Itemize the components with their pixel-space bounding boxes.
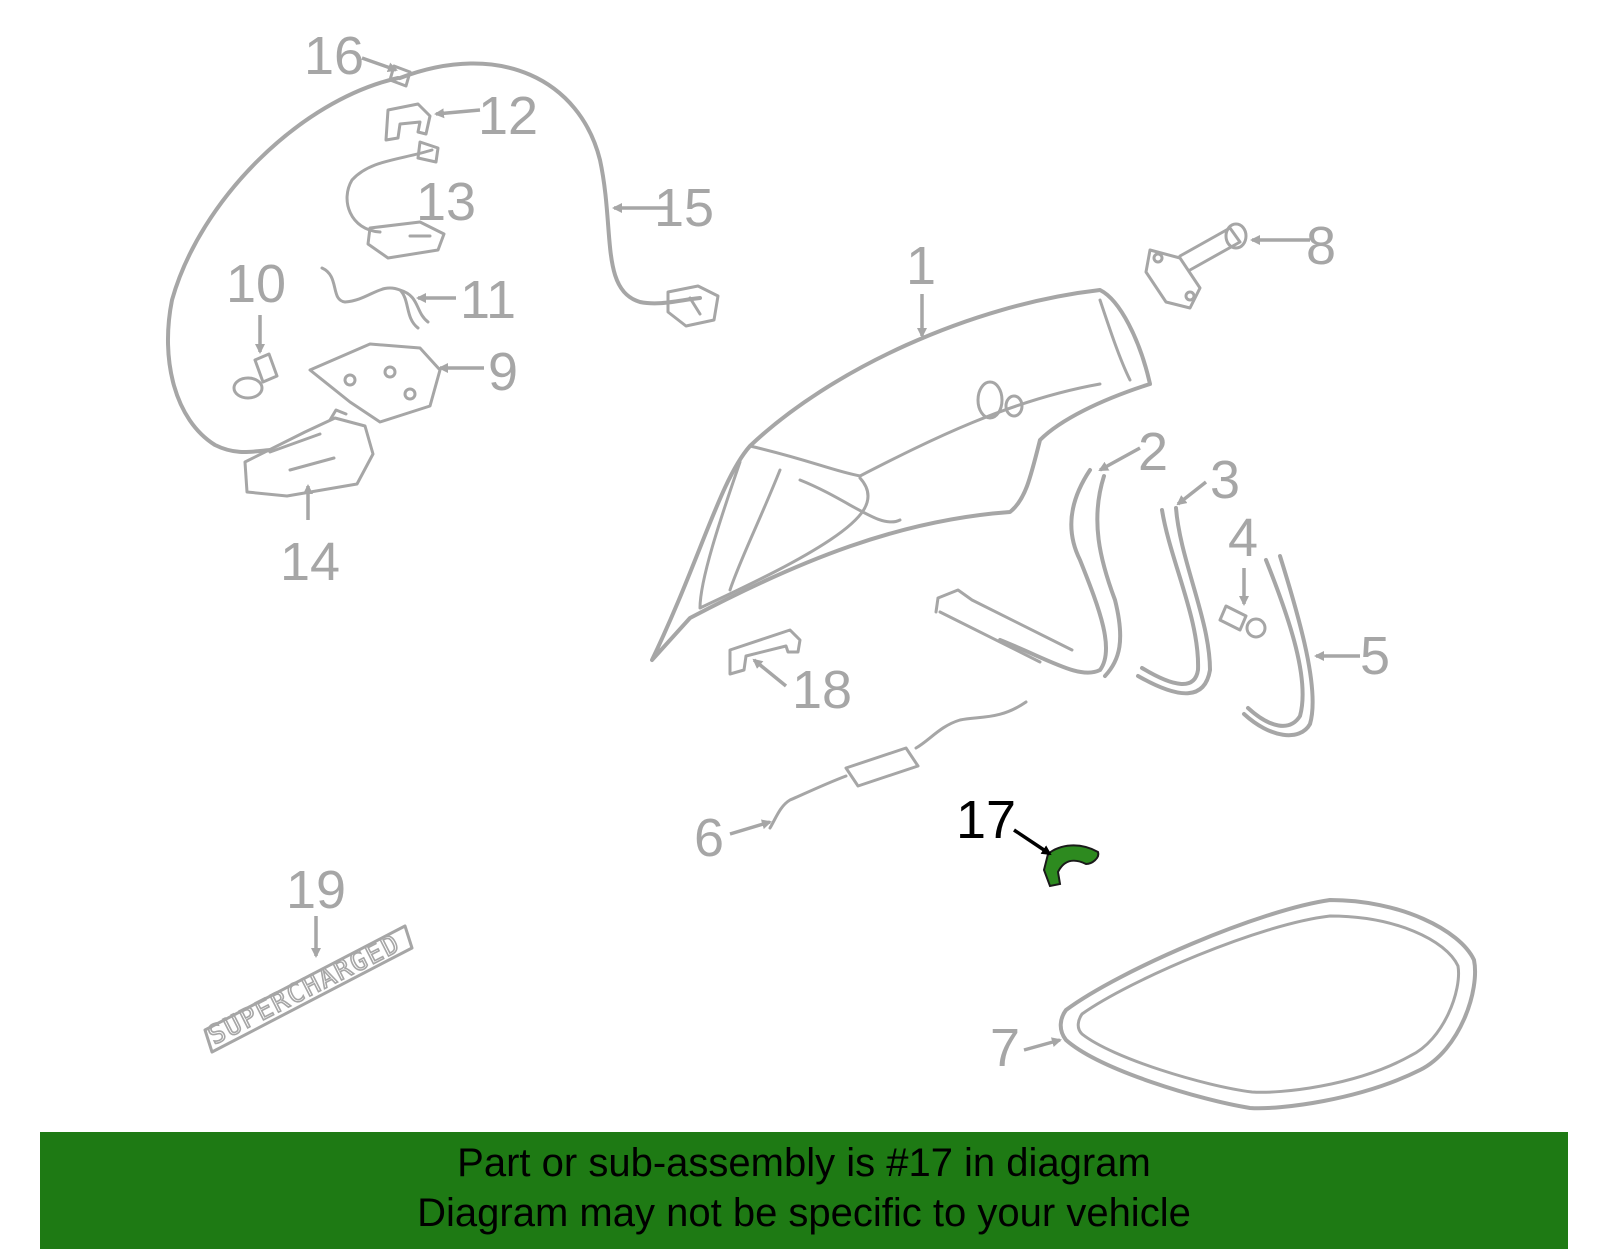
callout-14: 14 <box>280 532 340 592</box>
callout-1: 1 <box>906 236 936 296</box>
part-12-clip <box>384 102 432 142</box>
part-9-hinge-bracket <box>308 342 442 424</box>
part-2-weatherstrip <box>998 468 1123 678</box>
callout-17: 17 <box>956 790 1016 850</box>
torsion-rod <box>934 588 1074 664</box>
callout-2: 2 <box>1138 422 1168 482</box>
part-17-highlighted-bracket <box>1042 844 1100 888</box>
part-13-switch-harness <box>345 140 446 260</box>
part-10-bolt <box>232 352 279 400</box>
part-6-cable <box>768 700 1028 830</box>
callout-10: 10 <box>226 254 286 314</box>
part-7-trunk-seal <box>1058 898 1477 1111</box>
callout-15: 15 <box>654 178 714 238</box>
info-banner: Part or sub-assembly is #17 in diagram D… <box>40 1132 1568 1249</box>
part-3-seal-strip <box>1136 506 1212 696</box>
part-4-fastener <box>1218 604 1267 639</box>
callout-16: 16 <box>304 26 364 86</box>
callout-19: 19 <box>286 860 346 920</box>
part-11-wire <box>320 266 430 330</box>
part-15-release-cable <box>165 61 720 454</box>
emblem-text: SUPERCHARGED <box>204 928 406 1051</box>
part-5-seal <box>1242 554 1315 738</box>
part-18-bracket <box>728 628 802 676</box>
callout-18: 18 <box>792 660 852 720</box>
callout-13: 13 <box>416 172 476 232</box>
callout-11: 11 <box>460 270 516 330</box>
callout-9: 9 <box>488 342 518 402</box>
callout-7: 7 <box>990 1018 1020 1078</box>
callout-5: 5 <box>1360 626 1390 686</box>
part-1-trunk-lid <box>650 288 1152 662</box>
banner-line-disclaimer: Diagram may not be specific to your vehi… <box>417 1191 1191 1235</box>
callout-3: 3 <box>1210 450 1240 510</box>
callout-4: 4 <box>1228 508 1258 568</box>
leader-arrows <box>255 56 1360 1052</box>
callout-12: 12 <box>478 86 538 146</box>
banner-line-part: Part or sub-assembly is #17 in diagram <box>457 1141 1151 1185</box>
part-19-emblem: SUPERCHARGED <box>203 924 414 1054</box>
callout-6: 6 <box>694 808 724 868</box>
callout-8: 8 <box>1306 216 1336 276</box>
part-8-lock-cylinder <box>1144 222 1248 310</box>
part-14-latch <box>243 408 375 498</box>
